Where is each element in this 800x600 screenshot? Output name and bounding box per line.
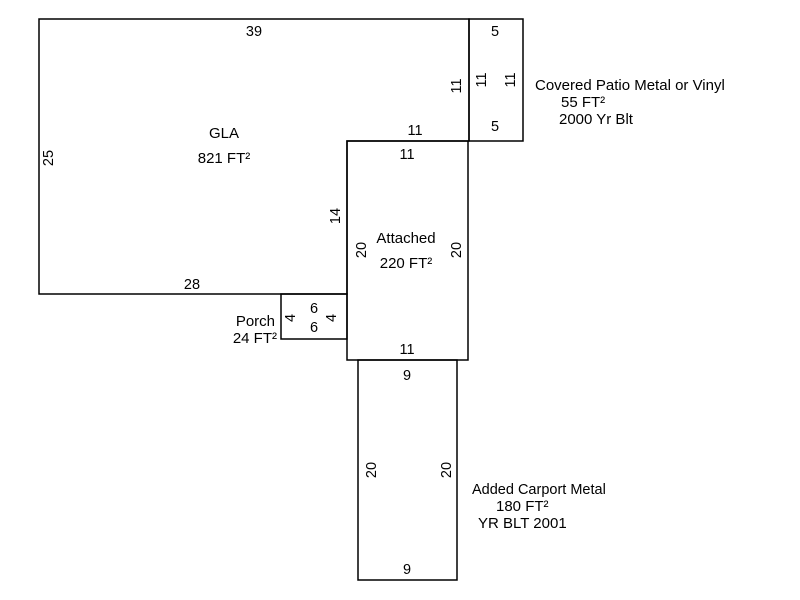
attached-area: 220 FT² [380, 255, 433, 272]
porch-dim-left: 4 [283, 314, 299, 322]
patio-outline [468, 18, 524, 142]
gla-label: GLA [209, 125, 239, 142]
porch-area: 24 FT² [233, 330, 277, 347]
carport-dim-bottom: 9 [403, 562, 411, 578]
gla-dim-left: 25 [41, 150, 57, 166]
patio-dim-left: 11 [474, 72, 490, 87]
attached-dim-left: 20 [354, 242, 370, 258]
carport-area: 180 FT² [496, 498, 549, 515]
porch-label: Porch [236, 313, 275, 330]
carport-label: Added Carport Metal [472, 482, 606, 498]
patio-dim-right: 11 [503, 72, 519, 87]
carport-dim-top: 9 [403, 368, 411, 384]
attached-dim-right: 20 [449, 242, 465, 258]
gla-dim-inner-horizontal: 11 [407, 123, 422, 139]
porch-dim-right: 4 [324, 314, 340, 322]
gla-dim-inner-vertical: 14 [328, 208, 344, 224]
gla-area: 821 FT² [198, 150, 251, 167]
porch-outline [280, 293, 348, 340]
carport-outline [357, 359, 458, 581]
patio-label: Covered Patio Metal or Vinyl [535, 77, 725, 94]
attached-dim-bottom: 11 [399, 342, 414, 358]
gla-dim-right-upper: 11 [449, 78, 465, 93]
patio-dim-bottom: 5 [491, 119, 499, 135]
patio-area: 55 FT² [561, 94, 605, 111]
porch-dim-bottom: 6 [310, 320, 318, 336]
attached-label: Attached [376, 230, 435, 247]
carport-dim-right: 20 [439, 462, 455, 478]
gla-dim-top: 39 [246, 24, 262, 40]
attached-dim-top: 11 [399, 147, 414, 163]
carport-year: YR BLT 2001 [478, 515, 567, 532]
patio-year: 2000 Yr Blt [559, 111, 634, 128]
carport-dim-left: 20 [364, 462, 380, 478]
patio-dim-top: 5 [491, 24, 499, 40]
gla-dim-bottom: 28 [184, 277, 200, 293]
porch-dim-top: 6 [310, 301, 318, 317]
